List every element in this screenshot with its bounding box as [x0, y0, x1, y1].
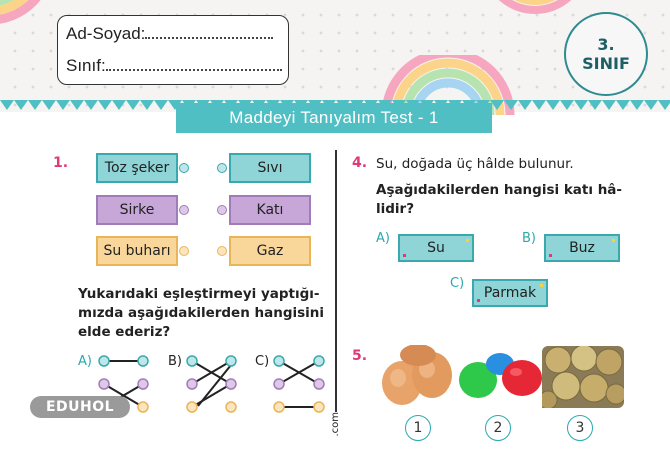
class-label: Sınıf: — [66, 56, 106, 75]
q4-question-line-1: Aşağıdakilerden hangisi katı hâ- — [376, 182, 623, 198]
q5-image-label-1-text: 1 — [413, 420, 423, 436]
name-dotted-field[interactable] — [145, 37, 274, 39]
q1-option-b-letter[interactable]: B) — [168, 354, 182, 369]
q4-option-a[interactable]: Su — [398, 234, 474, 262]
corner-dot-icon — [549, 254, 552, 257]
q5-image-label-1[interactable]: 1 — [405, 415, 431, 441]
domain-suffix: .com — [330, 412, 341, 437]
q1-question-line-1: Yukarıdaki eşleştirmeyi yaptığı- — [78, 286, 320, 302]
corner-dot-icon — [477, 299, 480, 302]
q1-option-c-letter[interactable]: C) — [255, 354, 270, 369]
q4-question-line-2: lidir? — [376, 201, 415, 217]
q4-option-c-label: Parmak — [483, 285, 537, 301]
q1-left-item-3[interactable]: Su buharı — [96, 236, 178, 266]
q1-right-item-1[interactable]: Sıvı — [229, 153, 311, 183]
page-title: Maddeyi Tanıyalım Test - 1 — [176, 103, 492, 133]
corner-dot-icon — [540, 284, 543, 287]
grade-number: 3. — [597, 35, 615, 54]
q4-option-b[interactable]: Buz — [544, 234, 620, 262]
q4-number: 4. — [352, 155, 368, 171]
q4-option-c-letter[interactable]: C) — [450, 276, 465, 291]
column-divider — [335, 150, 337, 412]
q1-right-item-2[interactable]: Katı — [229, 195, 311, 225]
q1-left-item-1-label: Toz şeker — [104, 160, 170, 176]
q1-options-diagrams[interactable] — [95, 350, 335, 418]
q1-option-a-letter[interactable]: A) — [78, 354, 92, 369]
corner-dot-icon — [466, 239, 469, 242]
name-line[interactable]: Ad-Soyad: — [66, 24, 274, 44]
q1-question: Yukarıdaki eşleştirmeyi yaptığı- mızda a… — [78, 285, 333, 342]
corner-dot-icon — [403, 254, 406, 257]
zigzag-border — [0, 100, 670, 110]
q1-option-c-diagram — [273, 355, 325, 413]
q1-question-line-2: mızda aşağıdakilerden hangisini — [78, 305, 325, 321]
q1-left-item-2-label: Sirke — [119, 202, 155, 218]
eggs-image — [382, 345, 452, 405]
rainbow-center — [381, 55, 515, 115]
class-dotted-field[interactable] — [105, 69, 282, 71]
q1-right-dot-1[interactable] — [217, 163, 227, 173]
q1-left-item-3-label: Su buharı — [103, 243, 171, 259]
q4-statement: Su, doğada üç hâlde bulunur. — [376, 156, 574, 172]
q1-right-item-3[interactable]: Gaz — [229, 236, 311, 266]
q1-right-dot-3[interactable] — [217, 246, 227, 256]
q5-image-label-3[interactable]: 3 — [567, 415, 593, 441]
rainbow-top-right — [498, 0, 572, 14]
q4-question: Aşağıdakilerden hangisi katı hâ- lidir? — [376, 181, 626, 219]
q5-image-label-3-text: 3 — [575, 420, 585, 436]
q1-left-dot-2[interactable] — [179, 205, 189, 215]
q4-option-a-label: Su — [427, 240, 445, 256]
q1-right-item-1-label: Sıvı — [257, 160, 283, 176]
q1-left-dot-1[interactable] — [179, 163, 189, 173]
q1-right-item-2-label: Katı — [256, 202, 284, 218]
grade-badge: 3. SINIF — [564, 12, 648, 96]
q1-option-b-diagram — [186, 355, 237, 413]
corner-dot-icon — [612, 239, 615, 242]
eduhol-logo-text: EDUHOL — [45, 399, 115, 415]
q1-left-dot-3[interactable] — [179, 246, 189, 256]
q4-option-a-letter[interactable]: A) — [376, 231, 390, 246]
q1-right-item-3-label: Gaz — [256, 243, 284, 259]
q4-option-b-letter[interactable]: B) — [522, 231, 536, 246]
coins-image — [542, 346, 624, 408]
q1-right-dot-2[interactable] — [217, 205, 227, 215]
q1-question-line-3: elde ederiz? — [78, 324, 171, 340]
eduhol-logo: EDUHOL — [30, 396, 130, 418]
class-line[interactable]: Sınıf: — [66, 56, 282, 76]
q5-image-label-2[interactable]: 2 — [485, 415, 511, 441]
q4-option-c[interactable]: Parmak — [472, 279, 548, 307]
play-dough-image — [459, 353, 542, 398]
grade-word: SINIF — [582, 54, 630, 73]
name-box: Ad-Soyad: Sınıf: — [57, 15, 289, 85]
name-label: Ad-Soyad: — [66, 24, 146, 43]
q4-option-b-label: Buz — [569, 240, 595, 256]
q1-left-item-1[interactable]: Toz şeker — [96, 153, 178, 183]
q5-image-label-2-text: 2 — [493, 420, 503, 436]
q1-number: 1. — [53, 155, 69, 171]
q1-left-item-2[interactable]: Sirke — [96, 195, 178, 225]
q5-number: 5. — [352, 348, 368, 364]
